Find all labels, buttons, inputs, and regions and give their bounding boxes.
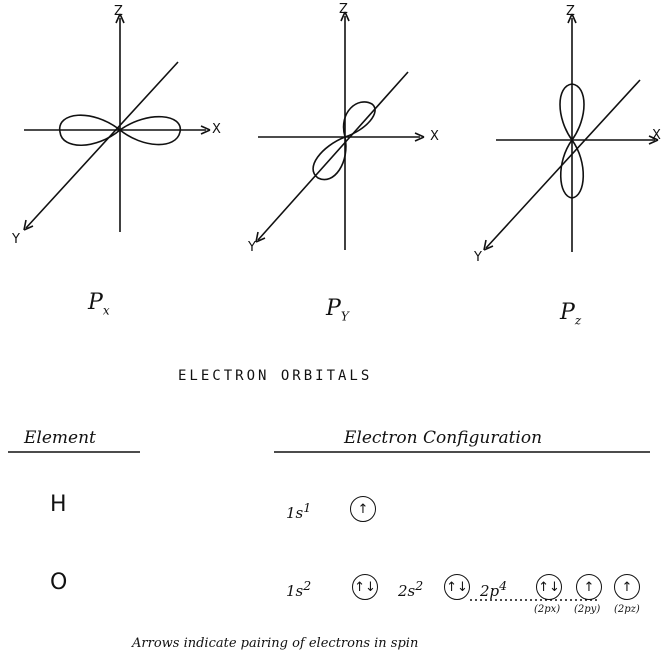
orbital-box-o-2px: ↑↓ xyxy=(536,574,562,600)
config-o-2s: 2s2 xyxy=(398,578,423,600)
diagram-title: ELECTRON ORBITALS xyxy=(178,368,372,384)
pz-y-label: Y xyxy=(474,250,482,265)
header-config: Electron Configuration xyxy=(344,428,542,448)
px-diagram xyxy=(24,14,210,232)
header-element: Element xyxy=(24,428,96,448)
px-x-label: X xyxy=(212,122,221,137)
pz-x-label: X xyxy=(652,128,661,143)
orbital-box-o-1s: ↑↓ xyxy=(352,574,378,600)
pz-diagram xyxy=(484,14,658,252)
py-y-axis xyxy=(258,72,408,240)
orbital-label-py: PY xyxy=(326,296,349,323)
config-o-1s: 1s2 xyxy=(286,578,311,600)
orbital-note-2px: (2px) xyxy=(534,604,560,615)
py-diagram xyxy=(256,12,424,250)
element-o: O xyxy=(50,570,67,595)
orbital-box-o-2py: ↑ xyxy=(576,574,602,600)
py-y-label: Y xyxy=(248,240,256,255)
orbital-box-h-1s: ↑ xyxy=(350,496,376,522)
py-lobe-back xyxy=(344,102,375,137)
px-y-label: Y xyxy=(12,232,20,247)
footnote: Arrows indicate pairing of electrons in … xyxy=(132,636,418,651)
orbital-note-2py: (2py) xyxy=(574,604,600,615)
py-x-label: X xyxy=(430,129,439,144)
orbital-label-pz: Pz xyxy=(560,300,581,327)
pz-z-label: Z xyxy=(566,4,575,19)
pz-y-axis xyxy=(486,80,640,248)
orbital-box-o-2pz: ↑ xyxy=(614,574,640,600)
config-o-2p: 2p4 xyxy=(480,578,507,600)
element-h: H xyxy=(50,492,67,517)
px-z-label: Z xyxy=(114,4,123,19)
py-z-label: Z xyxy=(339,2,348,17)
orbital-label-px: Px xyxy=(88,290,110,317)
config-h: 1s1 xyxy=(286,500,311,522)
orbital-box-o-2s: ↑↓ xyxy=(444,574,470,600)
orbital-note-2pz: (2pz) xyxy=(614,604,640,615)
